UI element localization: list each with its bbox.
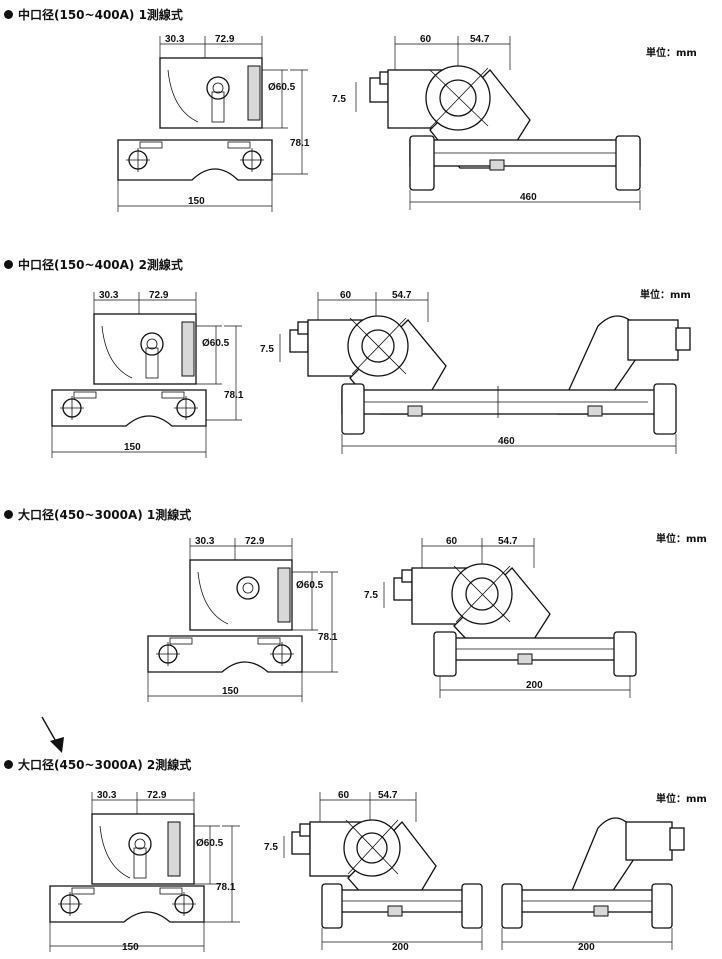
front-view-drawing: 30.3 72.9 Ø60.5 78.1 150 [51,290,244,458]
dim-height: 78.1 [318,632,338,643]
front-view-drawing: 30.3 72.9 Ø60.5 78.1 150 [49,790,240,953]
dim-72-9: 72.9 [215,34,235,45]
dim-60: 60 [446,536,458,547]
front-view-drawing: 30.3 72.9 Ø60.5 78.1 150 [117,34,310,212]
section-1: 中口径(150~400A) 1測線式 単位：mm 30.3 72.9 Ø60.5… [0,0,722,235]
side-view-drawing: 60 54.7 7.5 460 [332,34,641,210]
dim-length-2: 200 [578,942,595,953]
section-3: 大口径(450~3000A) 1測線式 単位：mm 30.3 72.9 Ø60.… [0,500,722,710]
dim-offset: 7.5 [260,344,274,355]
dim-length: 200 [526,680,543,691]
dim-height: 78.1 [216,882,236,893]
section-title: 中口径(150~400A) 2測線式 [4,256,183,273]
bullet-icon [4,10,13,19]
dim-length: 460 [520,192,537,203]
unit-label: 単位：mm [656,794,707,805]
dim-height: 78.1 [224,390,244,401]
dim-54-7: 54.7 [498,536,518,547]
side-view-drawing: 60 54.7 7.5 460 [260,290,691,454]
side-view-drawing: 60 54.7 7.5 200 200 [264,790,685,953]
side-view-drawing: 60 54.7 7.5 200 [364,536,637,698]
unit-label: 単位：mm [656,534,707,545]
front-view-drawing: 30.3 72.9 Ø60.5 78.1 150 [147,536,338,702]
dim-72-9: 72.9 [147,790,167,801]
dim-diameter: Ø60.5 [202,338,230,349]
dim-diameter: Ø60.5 [268,82,296,93]
dim-54-7: 54.7 [470,34,490,45]
dim-length: 460 [498,436,515,447]
dim-72-9: 72.9 [245,536,265,547]
dim-diameter: Ø60.5 [296,580,324,591]
dim-diameter: Ø60.5 [196,838,224,849]
dim-length: 200 [392,942,409,953]
section-title: 中口径(150~400A) 1測線式 [4,6,183,23]
dim-width: 150 [222,686,239,697]
arrow-icon [41,716,64,753]
unit-label: 単位：mm [646,48,697,59]
dim-30-3: 30.3 [97,790,117,801]
dim-60: 60 [338,790,350,801]
dim-54-7: 54.7 [378,790,398,801]
dim-width: 150 [188,196,205,207]
bullet-icon [4,760,13,769]
dim-offset: 7.5 [264,842,278,853]
dim-width: 150 [122,942,139,953]
dim-30-3: 30.3 [99,290,119,301]
section-2: 中口径(150~400A) 2測線式 単位：mm 30.3 72.9 Ø60.5… [0,250,722,480]
bullet-icon [4,510,13,519]
section-title: 大口径(450~3000A) 2測線式 [4,756,191,773]
dim-width: 150 [124,442,141,453]
dim-30-3: 30.3 [165,34,185,45]
dim-offset: 7.5 [364,590,378,601]
dim-60: 60 [420,34,432,45]
section-4: 大口径(450~3000A) 2測線式 単位：mm 30.3 72.9 Ø60.… [0,750,722,959]
dim-60: 60 [340,290,352,301]
dim-30-3: 30.3 [195,536,215,547]
section-title: 大口径(450~3000A) 1測線式 [4,506,191,523]
unit-label: 単位：mm [640,290,691,301]
dim-54-7: 54.7 [392,290,412,301]
bullet-icon [4,260,13,269]
dim-offset: 7.5 [332,94,346,105]
dim-height: 78.1 [290,138,310,149]
dim-72-9: 72.9 [149,290,169,301]
